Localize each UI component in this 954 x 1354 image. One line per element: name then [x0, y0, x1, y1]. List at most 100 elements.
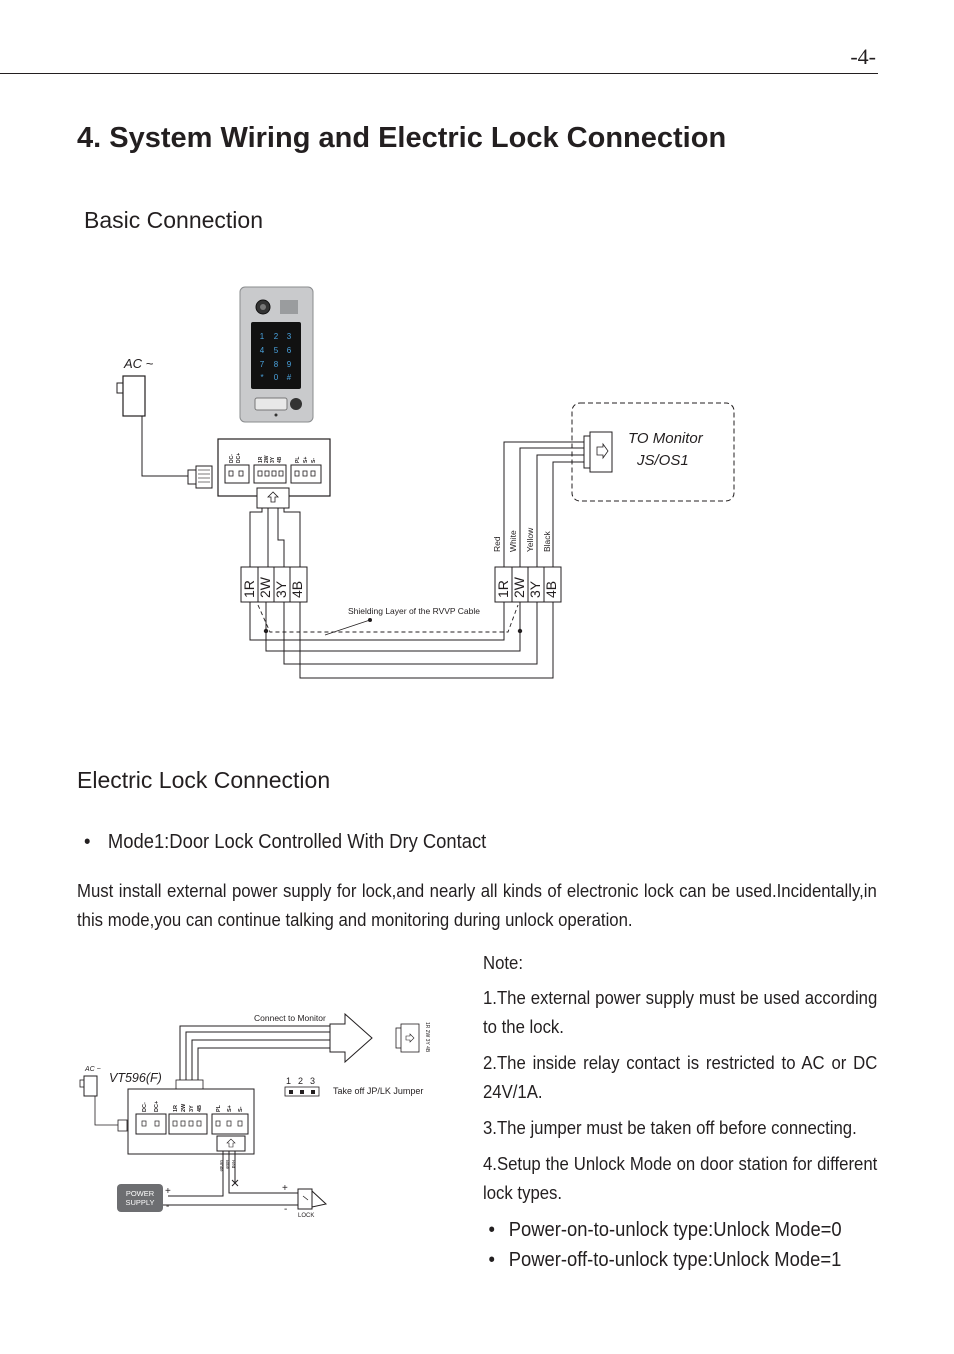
svg-text:*: *	[260, 373, 263, 382]
left-terminal-block: 1R 2W 3Y 4B	[240, 566, 308, 603]
note-item: 3.The jumper must be taken off before co…	[483, 1118, 857, 1138]
lock-icon	[297, 1188, 328, 1210]
keypad-display	[251, 322, 301, 389]
svg-text:DC+: DC+	[154, 1101, 160, 1112]
svg-text:Blue: Blue	[225, 1160, 230, 1170]
svg-text:Red: Red	[231, 1160, 236, 1169]
monitor-connector-icon	[583, 431, 613, 473]
power-supply-label-1: POWER	[126, 1189, 155, 1198]
svg-text:2W: 2W	[181, 1103, 187, 1112]
header-rule	[0, 73, 878, 74]
svg-text:S-: S-	[311, 458, 317, 463]
ac-adapter-icon	[116, 375, 213, 489]
lock-ac-label: AC ~	[84, 1066, 101, 1073]
monitor-pin-label: 1R 2W 3Y 4B	[424, 1022, 430, 1053]
right-terminal-block: 1R 2W 3Y 4B	[494, 566, 562, 603]
svg-text:S-: S-	[238, 1106, 244, 1112]
svg-text:PL: PL	[295, 457, 301, 463]
svg-text:4B: 4B	[289, 581, 305, 598]
svg-text:0: 0	[274, 373, 279, 382]
basic-connection-diagram: AC ~ 1 2 3 4 5 6 7 8 9 * 0	[116, 286, 735, 679]
lock-plus-label: +	[282, 1183, 288, 1194]
svg-text:S+: S+	[227, 1105, 233, 1112]
svg-text:2W: 2W	[264, 455, 270, 463]
connect-monitor-label: Connect to Monitor	[254, 1013, 326, 1023]
svg-text:2W: 2W	[257, 576, 273, 598]
mode1-text: Mode1:Door Lock Controlled With Dry Cont…	[107, 831, 487, 853]
speaker-grille-icon	[280, 300, 298, 314]
svg-text:9: 9	[287, 360, 292, 369]
svg-text:6: 6	[287, 346, 292, 355]
jumper: 1 2 3	[284, 1076, 320, 1097]
monitor-label-line1: TO Monitor	[628, 430, 704, 447]
svg-text:8: 8	[274, 360, 279, 369]
door-station-panel: 1 2 3 4 5 6 7 8 9 * 0 #	[239, 286, 314, 423]
shielding-label: Shielding Layer of the RVVP Cable	[348, 606, 480, 616]
note-item: 1.The external power supply must be used…	[483, 988, 878, 1037]
lock-terminal-board: DC- DC+ 1R 2W 3Y 4B PL S+ S-	[127, 1088, 255, 1155]
power-supply-label-2: SUPPLY	[125, 1198, 154, 1207]
svg-text:1R: 1R	[495, 580, 511, 598]
ps-minus-label: -	[166, 1201, 169, 1212]
arrow-right-icon	[329, 1012, 373, 1064]
intro-paragraph: Must install external power supply for l…	[77, 877, 877, 935]
vt596-label: VT596(F)	[109, 1071, 162, 1085]
lock-ac-adapter-icon	[79, 1075, 128, 1132]
svg-text:Black: Black	[542, 530, 552, 552]
svg-text:White: White	[219, 1160, 224, 1172]
keypad-keys: 1 2 3 4 5 6 7 8 9 * 0 #	[260, 332, 292, 382]
svg-text:4: 4	[260, 346, 265, 355]
svg-text:White: White	[508, 530, 518, 552]
unlock-mode-1: Power-off-to-unlock type:Unlock Mode=1	[508, 1249, 842, 1271]
svg-text:S+: S+	[303, 457, 309, 463]
wire-color-labels: Red White Yellow Black	[492, 527, 552, 552]
electric-lock-heading: Electric Lock Connection	[77, 767, 331, 793]
ps-plus-label: +	[165, 1186, 171, 1197]
svg-text:PL: PL	[216, 1104, 222, 1112]
svg-text:3Y: 3Y	[270, 456, 276, 463]
svg-text:4B: 4B	[543, 581, 559, 598]
unlock-mode-bullet: •Power-on-to-unlock type:Unlock Mode=0	[488, 1219, 842, 1241]
intro-text: Must install external power supply for l…	[77, 881, 877, 930]
svg-text:3Y: 3Y	[527, 580, 543, 598]
monitor-label-line2: JS/OS1	[636, 452, 689, 469]
svg-text:1: 1	[260, 332, 265, 341]
door-terminal-labels: DC- DC+ 1R 2W 3Y 4B PL S+ S-	[229, 453, 317, 463]
svg-text:7: 7	[260, 360, 265, 369]
svg-text:DC+: DC+	[236, 453, 242, 463]
svg-text:1R: 1R	[241, 580, 257, 598]
svg-text:3: 3	[287, 332, 292, 341]
svg-text:Red: Red	[492, 536, 502, 552]
svg-text:2: 2	[274, 332, 279, 341]
notes-title: Note:	[483, 953, 524, 973]
call-button-icon	[290, 398, 302, 410]
lock-minus-label: -	[284, 1204, 287, 1215]
svg-text:Yellow: Yellow	[525, 527, 535, 552]
power-supply-box	[117, 1184, 163, 1212]
svg-text:4B: 4B	[277, 456, 283, 463]
unlock-mode-0: Power-on-to-unlock type:Unlock Mode=0	[508, 1219, 842, 1241]
mode1-bullet: •Mode1:Door Lock Controlled With Dry Con…	[84, 831, 487, 853]
relay-wire-labels: White Blue Red	[219, 1160, 236, 1172]
monitor-box	[571, 402, 735, 502]
electric-lock-diagram: AC ~ VT596(F) Connect to Monitor 1R 2W 3…	[79, 1012, 430, 1219]
unlock-mode-bullet: •Power-off-to-unlock type:Unlock Mode=1	[488, 1249, 842, 1271]
jumper-label: Take off JP/LK Jumper	[333, 1086, 423, 1096]
svg-text:3Y: 3Y	[273, 580, 289, 598]
svg-text:1R: 1R	[258, 456, 264, 463]
note-item: 2.The inside relay contact is restricted…	[483, 1053, 878, 1102]
ac-label: AC ~	[123, 356, 154, 371]
svg-text:4B: 4B	[197, 1105, 203, 1112]
svg-text:1R: 1R	[173, 1105, 179, 1112]
svg-text:DC-: DC-	[229, 454, 235, 463]
svg-text:3Y: 3Y	[189, 1105, 195, 1112]
svg-text:5: 5	[274, 346, 279, 355]
rvvp-cable	[249, 602, 554, 679]
door-terminal-board: DC- DC+ 1R 2W 3Y 4B PL S+ S-	[217, 438, 331, 509]
lock-monitor-connector-icon	[395, 1023, 420, 1053]
svg-text:2W: 2W	[511, 576, 527, 598]
svg-text:DC-: DC-	[142, 1102, 148, 1112]
lock-label: LOCK	[298, 1213, 314, 1219]
basic-connection-heading: Basic Connection	[84, 207, 263, 233]
page-title: 4. System Wiring and Electric Lock Conne…	[77, 122, 727, 154]
